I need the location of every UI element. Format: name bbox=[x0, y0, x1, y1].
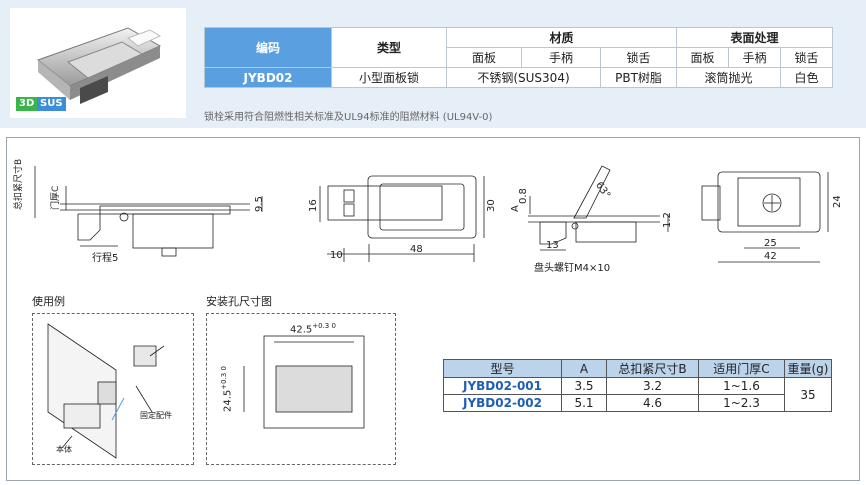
hole-height: 24.5+0.3 0 bbox=[220, 366, 233, 412]
material-header: 材质 bbox=[445, 27, 678, 48]
hole-width-value: 42.5 bbox=[290, 324, 313, 336]
label-a: A bbox=[510, 205, 521, 212]
badge-sus: SUS bbox=[37, 97, 66, 111]
model-header: 型号 bbox=[443, 359, 562, 378]
weight-value: 35 bbox=[784, 377, 832, 412]
dim-0-8: 0.8 bbox=[518, 188, 529, 204]
label-screw: 盘头螺钉M4×10 bbox=[534, 263, 611, 274]
spec-table: 编码 类型 材质 表面处理 面板 手柄 锁舌 面板 手柄 锁舌 JYBD02 小… bbox=[204, 27, 834, 88]
hole-width-tol: +0.3 0 bbox=[312, 322, 336, 330]
type-header: 类型 bbox=[331, 27, 447, 68]
c-value: 1~2.3 bbox=[698, 394, 785, 412]
surface-header: 表面处理 bbox=[676, 27, 834, 48]
a-value: 3.5 bbox=[561, 377, 607, 395]
table-row: JYBD02-001 3.5 3.2 1~1.6 35 bbox=[443, 377, 832, 412]
dim-9-5: 9.5 bbox=[254, 196, 265, 212]
label-total-clamp: 总扣紧尺寸B bbox=[14, 158, 24, 210]
material-tongue-value: PBT树脂 bbox=[599, 67, 678, 88]
c-header: 适用门厚C bbox=[698, 359, 785, 378]
badge-3d: 3D bbox=[16, 97, 38, 111]
dim-42: 42 bbox=[764, 251, 777, 262]
surface-tongue-value: 白色 bbox=[780, 67, 834, 88]
hole-box bbox=[206, 313, 396, 465]
dim-25: 25 bbox=[764, 238, 777, 249]
table-row: JYBD02-002 5.1 4.6 1~2.3 bbox=[443, 394, 832, 412]
a-header: A bbox=[561, 359, 607, 378]
dim-13: 13 bbox=[546, 240, 559, 251]
dim-10: 10 bbox=[330, 250, 343, 261]
hole-height-value: 24.5 bbox=[222, 389, 234, 412]
hole-title: 安装孔尺寸图 bbox=[206, 295, 272, 308]
label-stroke: 行程5 bbox=[92, 253, 119, 264]
label-door-thickness: 门厚C bbox=[51, 185, 61, 210]
label-fixing: 固定配件 bbox=[140, 411, 172, 420]
b-header: 总扣紧尺寸B bbox=[606, 359, 699, 378]
surface-tongue-header: 锁舌 bbox=[780, 47, 834, 68]
dim-24: 24 bbox=[832, 195, 843, 208]
material-panel-handle-value: 不锈钢(SUS304) bbox=[446, 67, 601, 88]
surface-handle-header: 手柄 bbox=[728, 47, 782, 68]
code-value: JYBD02 bbox=[204, 67, 332, 88]
product-image bbox=[10, 8, 186, 118]
b-value: 3.2 bbox=[606, 377, 699, 395]
dim-48: 48 bbox=[410, 244, 423, 255]
flame-retardant-note: 锁栓采用符合阻燃性相关标准及UL94标准的阻燃材料 (UL94V-0) bbox=[204, 112, 493, 123]
surface-panel-handle-value: 滚筒抛光 bbox=[676, 67, 782, 88]
model-code: JYBD02-001 bbox=[443, 377, 562, 395]
hole-height-tol: +0.3 0 bbox=[220, 366, 228, 390]
label-body: 本体 bbox=[56, 445, 72, 454]
model-table: 型号 A 总扣紧尺寸B 适用门厚C 重量(g) JYBD02-001 3.5 3… bbox=[443, 359, 832, 412]
dim-1-2: 1.2 bbox=[662, 212, 673, 228]
usage-title: 使用例 bbox=[32, 295, 65, 308]
c-value: 1~1.6 bbox=[698, 377, 785, 395]
dim-30: 30 bbox=[486, 199, 497, 212]
a-value: 5.1 bbox=[561, 394, 607, 412]
latch-photo-icon bbox=[36, 27, 162, 104]
material-handle-header: 手柄 bbox=[521, 47, 601, 68]
type-value: 小型面板锁 bbox=[331, 67, 447, 88]
hole-width: 42.5+0.3 0 bbox=[290, 322, 336, 335]
model-code: JYBD02-002 bbox=[443, 394, 562, 412]
usage-box bbox=[32, 313, 194, 465]
b-value: 4.6 bbox=[606, 394, 699, 412]
dim-16: 16 bbox=[308, 199, 319, 212]
weight-header: 重量(g) bbox=[784, 359, 832, 378]
surface-panel-header: 面板 bbox=[676, 47, 730, 68]
